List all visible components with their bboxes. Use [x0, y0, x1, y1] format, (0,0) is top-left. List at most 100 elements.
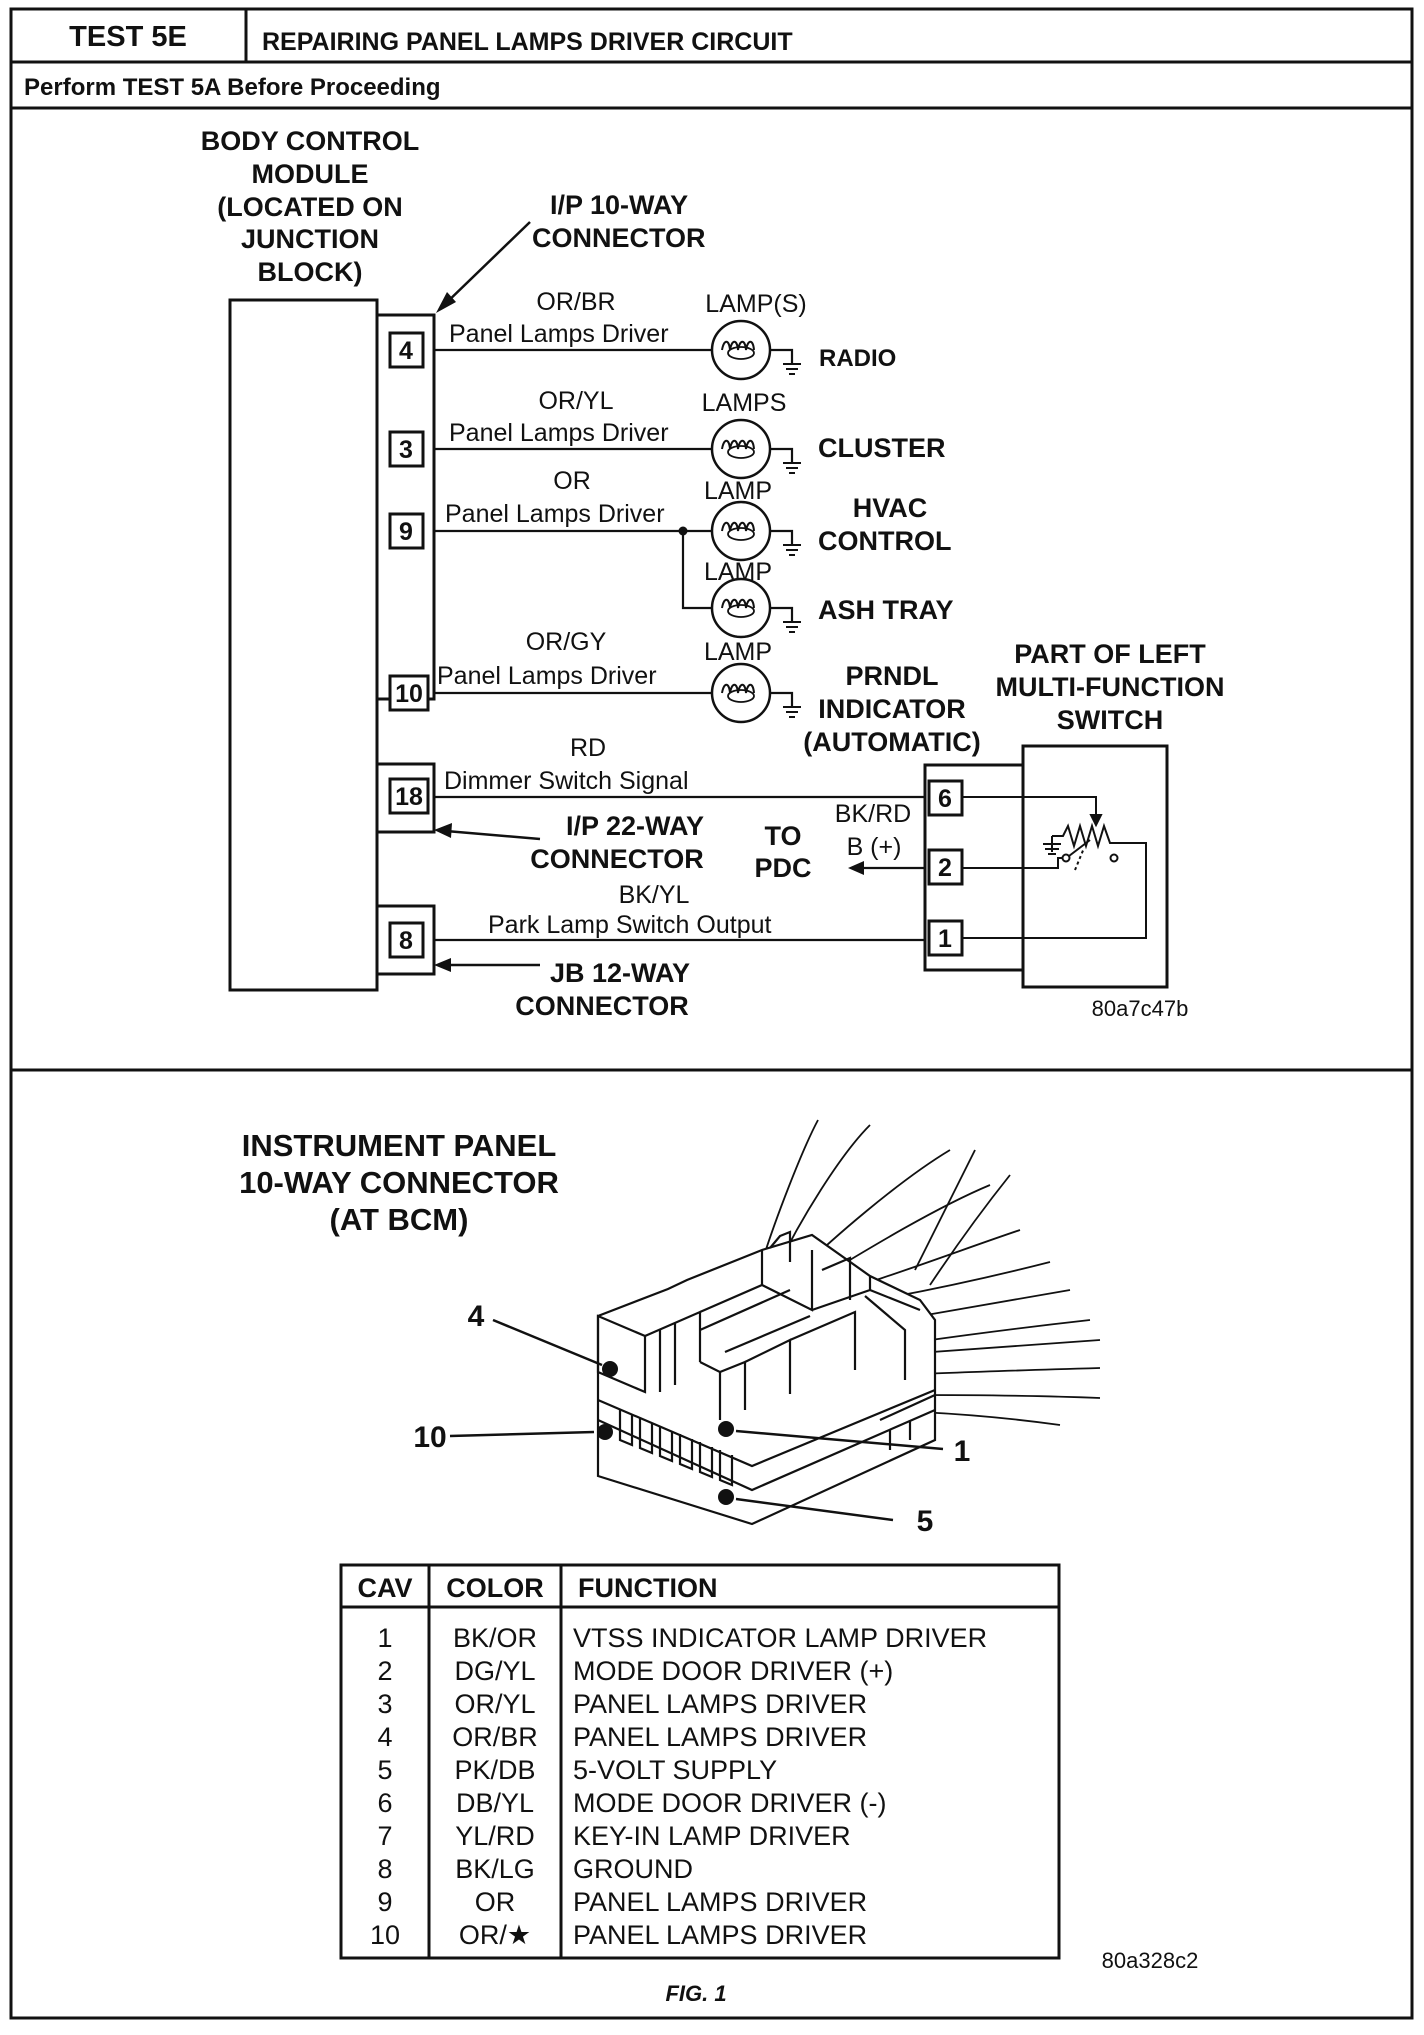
schematic: BODY CONTROL MODULE (LOCATED ON JUNCTION…: [201, 126, 1225, 1021]
test-title: REPAIRING PANEL LAMPS DRIVER CIRCUIT: [262, 28, 793, 56]
ip22-arrow: [434, 823, 541, 841]
cell-color: BK/LG: [455, 1854, 535, 1884]
connector-body-outline: [596, 1233, 937, 1526]
wire-function: Panel Lamps Driver: [445, 500, 665, 528]
bcm-label-line: JUNCTION: [241, 224, 379, 254]
load-label: HVAC: [853, 493, 928, 523]
ground-symbol: [770, 691, 801, 718]
table-row: 2 DG/YL MODE DOOR DRIVER (+): [377, 1656, 893, 1686]
cell-function: PANEL LAMPS DRIVER: [573, 1920, 867, 1950]
cell-color: DG/YL: [454, 1656, 535, 1686]
cell-function: PANEL LAMPS DRIVER: [573, 1722, 867, 1752]
cavity-dot: [718, 1421, 734, 1437]
wire-color: RD: [570, 734, 606, 762]
ip10-label-line: CONNECTOR: [532, 223, 706, 253]
bcm-label: BODY CONTROL MODULE (LOCATED ON JUNCTION…: [201, 126, 420, 287]
cell-color: BK/OR: [453, 1623, 537, 1653]
load-label: CONTROL: [818, 526, 951, 556]
lamp-symbol: [710, 418, 772, 480]
connector-title-line: INSTRUMENT PANEL: [242, 1128, 557, 1163]
pin-number: 10: [395, 680, 423, 708]
lamp-caption: LAMP(S): [705, 290, 806, 318]
cell-cav: 2: [377, 1656, 392, 1686]
switch-label-line: SWITCH: [1057, 705, 1163, 735]
jb12-label-line: CONNECTOR: [515, 991, 689, 1021]
table-header-color: COLOR: [446, 1573, 544, 1603]
cell-cav: 10: [370, 1920, 400, 1950]
wire-function: Panel Lamps Driver: [449, 320, 669, 348]
switch-label-line: MULTI-FUNCTION: [996, 672, 1225, 702]
bcm-label-line: BLOCK): [258, 257, 363, 287]
lamp-caption: LAMP: [704, 638, 772, 666]
switch-label-line: PART OF LEFT: [1014, 639, 1206, 669]
wire-function: Panel Lamps Driver: [437, 662, 657, 690]
bcm-label-line: BODY CONTROL: [201, 126, 420, 156]
cell-function: 5-VOLT SUPPLY: [573, 1755, 777, 1785]
lamp-caption: LAMP: [704, 558, 772, 586]
multi-function-switch-box: [1021, 744, 1169, 989]
wire-function: Dimmer Switch Signal: [444, 767, 689, 795]
cell-function: PANEL LAMPS DRIVER: [573, 1689, 867, 1719]
cell-color: OR/YL: [454, 1689, 535, 1719]
pin-number: 9: [399, 518, 413, 546]
wires: [434, 348, 925, 942]
jb12-label-line: JB 12-WAY: [550, 958, 690, 988]
cell-function: KEY-IN LAMP DRIVER: [573, 1821, 851, 1851]
wire-color: BK/RD: [835, 800, 911, 828]
lamp-caption: LAMPS: [702, 389, 787, 417]
lamp-symbol: [710, 577, 772, 639]
wire-function: B (+): [847, 833, 902, 861]
cavity-dots: [597, 1361, 734, 1505]
pin-box: [388, 674, 430, 712]
cell-function: MODE DOOR DRIVER (+): [573, 1656, 893, 1686]
connector-illustration: [596, 1119, 1101, 1526]
bcm-module-box: [228, 298, 379, 992]
pin-number: 2: [938, 854, 952, 882]
load-label: INDICATOR: [818, 694, 966, 724]
pdc-arrow-head: [848, 861, 864, 875]
pin-number: 6: [938, 785, 952, 813]
wire-color: OR/GY: [526, 628, 607, 656]
table-header-cav: CAV: [357, 1573, 412, 1603]
connector-title-line: 10-WAY CONNECTOR: [239, 1165, 559, 1200]
cell-color: OR/BR: [452, 1722, 538, 1752]
ip22-label-line: CONNECTOR: [530, 844, 704, 874]
bcm-pins: 4 3 9 10 18 8: [388, 331, 430, 959]
cavity-dot: [597, 1424, 613, 1440]
load-label: PRNDL: [846, 661, 939, 691]
ip22-label-line: I/P 22-WAY: [566, 811, 704, 841]
cell-cav: 5: [377, 1755, 392, 1785]
pin-number: 4: [399, 337, 413, 365]
cavity-callouts: [449, 1318, 944, 1522]
cavity-callout-label: 4: [468, 1300, 485, 1333]
figure-id: 80a7c47b: [1092, 996, 1189, 1021]
lamp-symbol: [710, 662, 772, 724]
cell-color: DB/YL: [456, 1788, 534, 1818]
cell-function: PANEL LAMPS DRIVER: [573, 1887, 867, 1917]
cavity-dot: [718, 1489, 734, 1505]
bcm-label-line: (LOCATED ON: [217, 192, 402, 222]
pin-box: [388, 921, 425, 959]
wire-color: BK/YL: [619, 881, 690, 909]
lamp-symbol: [710, 500, 772, 562]
cavity-dot: [602, 1361, 618, 1377]
cavity-callout-label: 5: [917, 1505, 934, 1538]
pin-box: [388, 777, 430, 815]
load-label: (AUTOMATIC): [803, 727, 980, 757]
ip10-label-line: I/P 10-WAY: [550, 190, 688, 220]
ground-symbol: [770, 348, 801, 375]
prerequisite-note: Perform TEST 5A Before Proceeding: [24, 74, 441, 101]
pin-box: [388, 430, 425, 468]
lamp-symbol: [710, 319, 772, 381]
cell-cav: 1: [377, 1623, 392, 1653]
to-pdc-label-line: TO: [764, 821, 801, 851]
